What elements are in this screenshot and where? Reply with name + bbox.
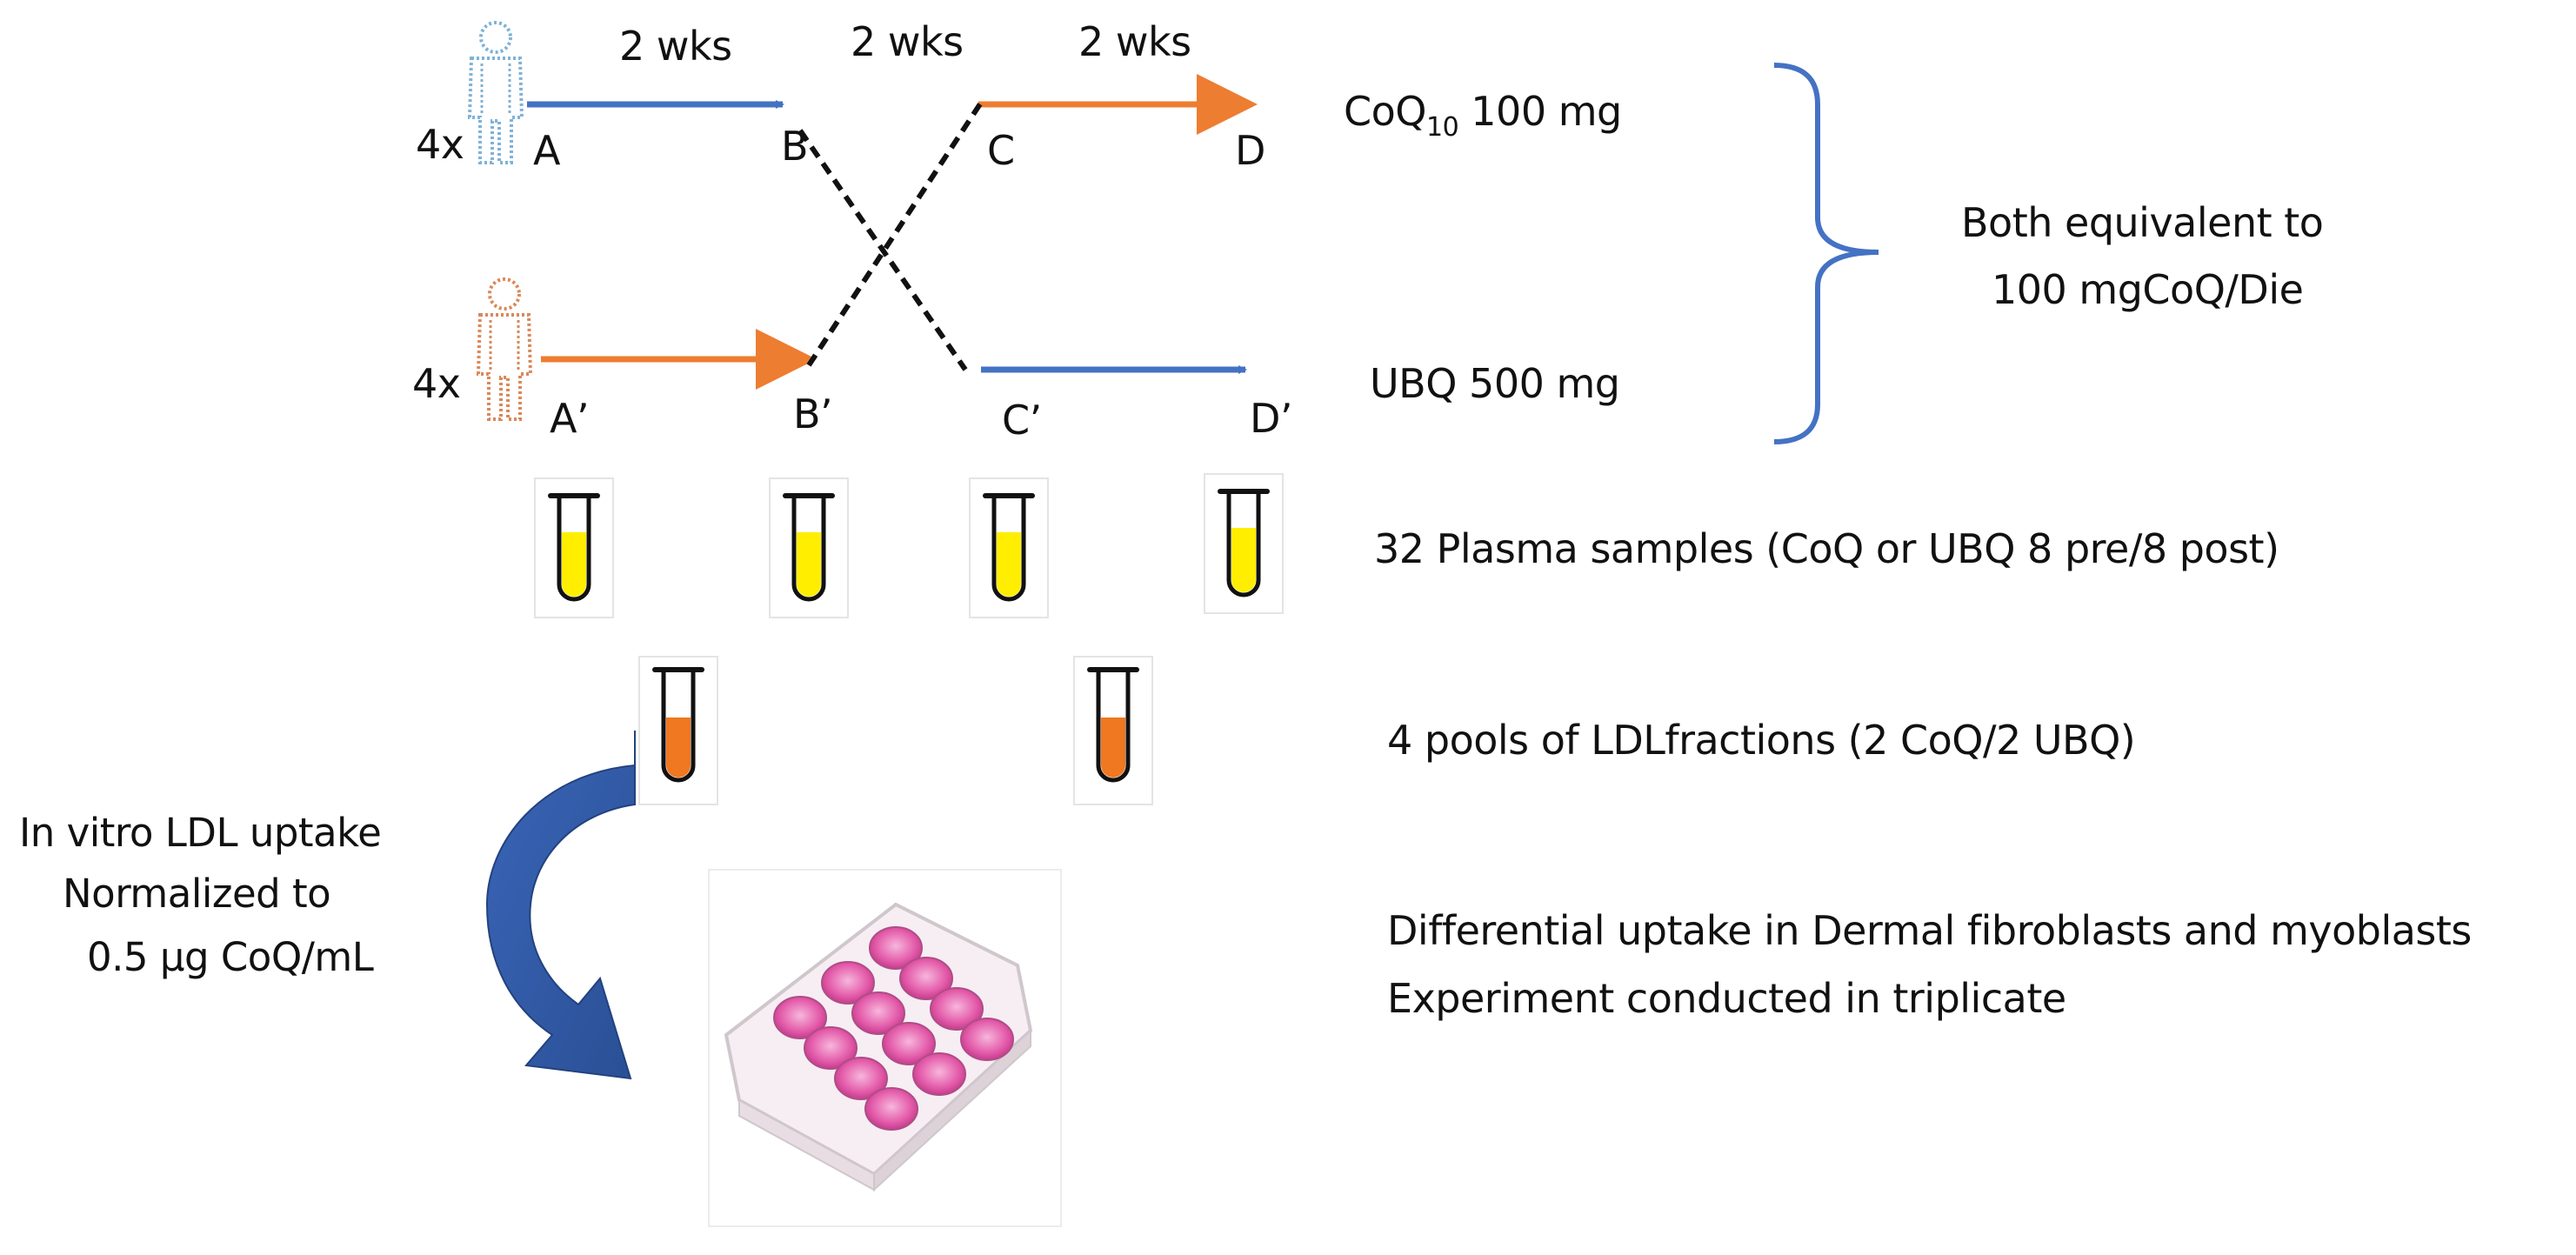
uptake-line-3: 0.5 µg CoQ/mL — [87, 934, 374, 980]
treatment-prefix: UBQ 500 mg — [1370, 360, 1620, 407]
crossover-line — [797, 129, 968, 371]
ldl-pools-label: 4 pools of LDLfractions (2 CoQ/2 UBQ) — [1387, 717, 2136, 764]
brace — [1773, 63, 1879, 444]
timepoint-label: A — [533, 127, 560, 174]
well-plate-icon — [708, 869, 1062, 1227]
equivalence-line-2: 100 mgCoQ/Die — [1992, 266, 2304, 313]
treatment-suffix: 100 mg — [1458, 88, 1622, 135]
person-icon — [477, 277, 532, 421]
duration-label: 2 wks — [1078, 18, 1191, 65]
timepoint-label: C’ — [1002, 397, 1042, 444]
group-count: 4x — [416, 121, 464, 168]
group-count: 4x — [412, 360, 461, 407]
timepoint-label: D — [1235, 127, 1265, 174]
uptake-line-1: In vitro LDL uptake — [19, 810, 382, 856]
timepoint-label: C — [987, 127, 1015, 174]
timepoint-label: D’ — [1250, 395, 1293, 442]
test-tube-icon — [1073, 656, 1153, 805]
treatment-subscript: 10 — [1425, 112, 1459, 143]
test-tube-icon — [769, 477, 849, 618]
equivalence-line-1: Both equivalent to — [1961, 199, 2324, 246]
duration-label: 2 wks — [851, 18, 964, 65]
timepoint-label: B’ — [793, 391, 833, 437]
timepoint-label: B — [781, 123, 809, 170]
test-tube-icon — [1204, 473, 1284, 614]
curved-arrow-icon — [485, 731, 636, 1080]
test-tube-icon — [969, 477, 1049, 618]
crossover-line — [806, 101, 984, 367]
uptake-line-2: Normalized to — [63, 871, 331, 917]
result-line-2: Experiment conducted in triplicate — [1387, 975, 2066, 1022]
treatment-prefix: CoQ — [1344, 88, 1426, 135]
treatment-label: CoQ10 100 mg — [1344, 91, 1622, 141]
test-tube-icon — [534, 477, 614, 618]
treatment-label: UBQ 500 mg — [1370, 364, 1620, 413]
person-icon — [468, 21, 524, 164]
plasma-samples-label: 32 Plasma samples (CoQ or UBQ 8 pre/8 po… — [1374, 525, 2279, 572]
result-line-1: Differential uptake in Dermal fibroblast… — [1387, 907, 2472, 954]
duration-label: 2 wks — [619, 23, 732, 70]
test-tube-icon — [638, 656, 718, 805]
timepoint-label: A’ — [550, 395, 590, 442]
